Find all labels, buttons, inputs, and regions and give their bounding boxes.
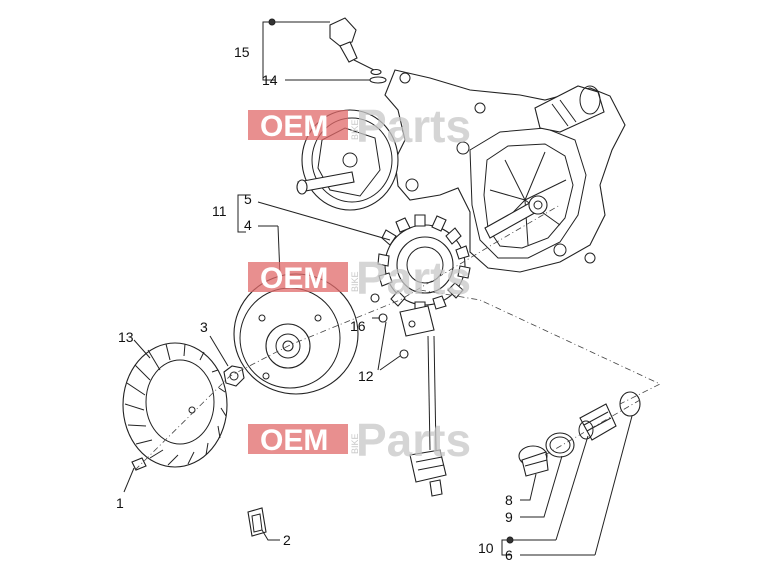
label-4: 4: [244, 217, 252, 233]
screw-part-12: [399, 349, 409, 359]
label-11: 11: [212, 203, 227, 219]
watermark-bottom: OEM BIKE Parts: [248, 414, 471, 466]
svg-text:Parts: Parts: [356, 100, 471, 152]
svg-text:OEM: OEM: [260, 424, 328, 457]
label-9: 9: [505, 509, 513, 525]
label-3: 3: [200, 319, 208, 335]
assembly-axis-lines: [134, 204, 661, 471]
label-15: 15: [234, 44, 250, 60]
label-14: 14: [262, 72, 278, 88]
part-labels: 15 14 5 11 4 3 13 16 12 1 2 8 9 10 6: [116, 44, 513, 563]
crankcase-cover: [296, 69, 626, 273]
svg-text:OEM: OEM: [260, 262, 328, 295]
label-8: 8: [505, 492, 513, 508]
svg-text:Parts: Parts: [356, 252, 471, 304]
label-5: 5: [244, 191, 252, 207]
svg-text:OEM: OEM: [260, 110, 328, 143]
stator-part-5: [377, 214, 471, 497]
sensor-part-15: [329, 17, 382, 76]
svg-text:BIKE: BIKE: [350, 271, 360, 292]
nut-part-3: [223, 365, 245, 387]
svg-text:BIKE: BIKE: [350, 119, 360, 140]
label-13: 13: [118, 329, 134, 345]
label-10: 10: [478, 540, 494, 556]
label-1: 1: [116, 495, 124, 511]
filter-part-6: [578, 391, 641, 441]
svg-text:Parts: Parts: [356, 414, 471, 466]
watermark-middle: OEM BIKE Parts: [248, 252, 471, 304]
oring-part-14: [369, 76, 387, 84]
screw-part-1: [131, 457, 147, 471]
label-12: 12: [358, 368, 374, 384]
cooling-fan-part-13: [122, 342, 228, 468]
leader-lines: [123, 18, 633, 556]
cap-part-8: [518, 445, 549, 477]
ring-part-9: [545, 432, 575, 458]
label-6: 6: [505, 547, 513, 563]
label-2: 2: [283, 532, 291, 548]
svg-text:BIKE: BIKE: [350, 433, 360, 454]
watermark-top: OEM BIKE Parts: [248, 100, 471, 152]
label-16: 16: [350, 318, 366, 334]
